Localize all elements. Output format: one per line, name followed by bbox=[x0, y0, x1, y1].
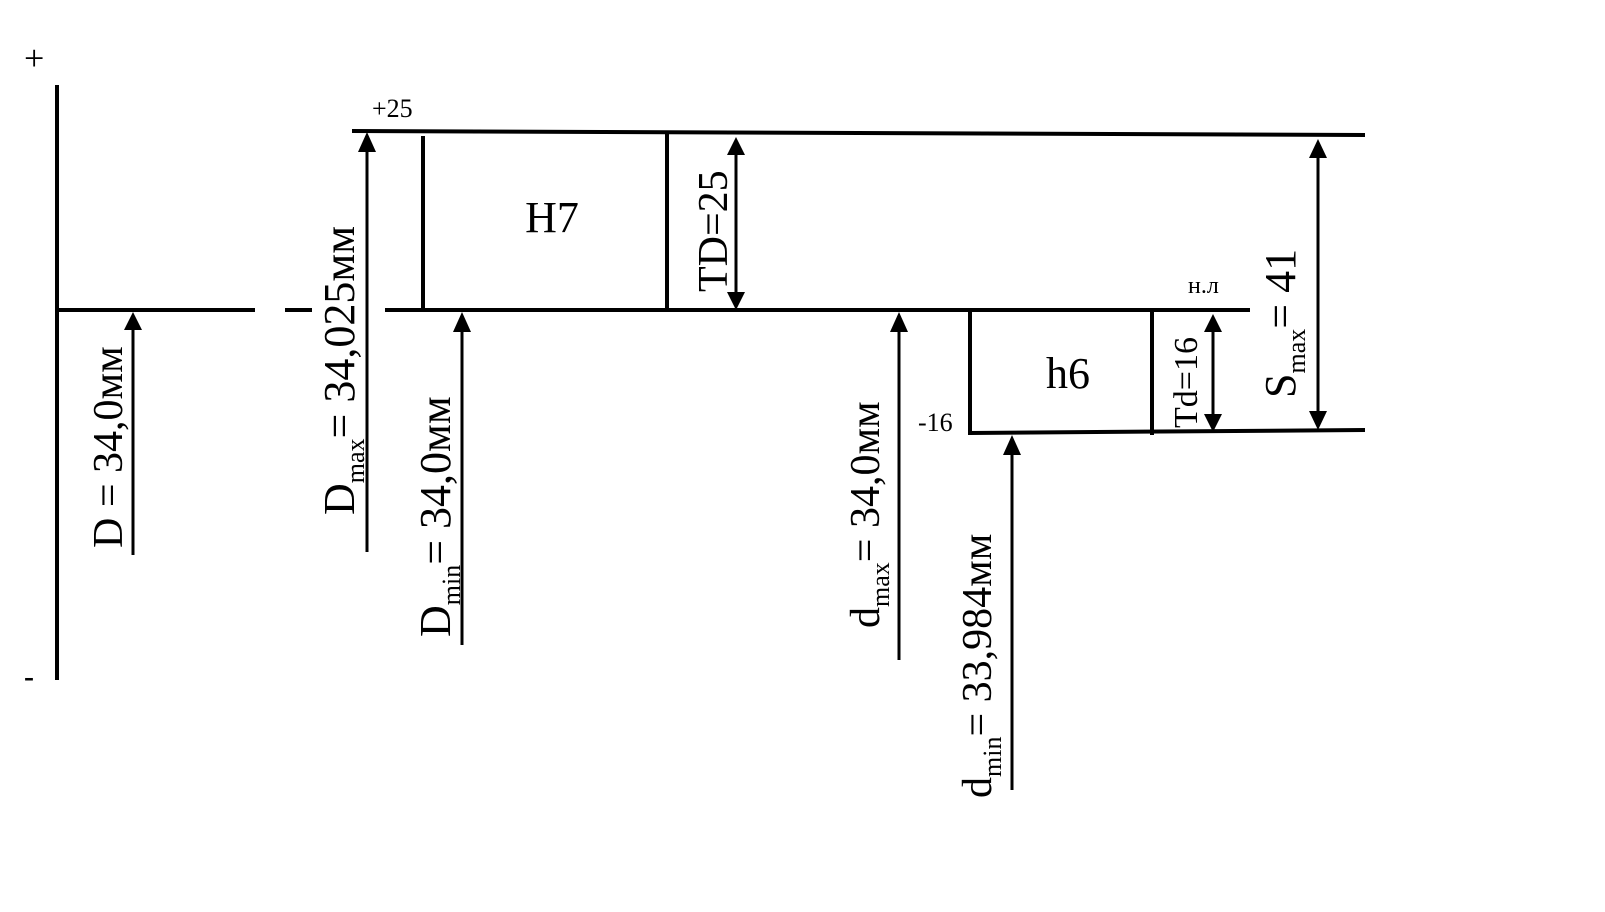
dmin-label: dmin= 33,984мм bbox=[955, 534, 1007, 798]
D-arrowhead bbox=[124, 312, 142, 330]
shaft-zone-label: h6 bbox=[1046, 349, 1090, 398]
TD-arrowhead-bottom bbox=[727, 292, 745, 310]
shaft-tolerance-zone: h6 bbox=[968, 310, 1154, 435]
axis-minus-sign: - bbox=[24, 660, 34, 693]
hole-zone-label: H7 bbox=[525, 193, 579, 242]
axis-plus-sign: + bbox=[24, 38, 44, 78]
lower-limit-line bbox=[969, 428, 1366, 435]
Dmin-arrowhead bbox=[453, 312, 471, 332]
Dmax-label: Dmax= 34,025мм bbox=[315, 226, 370, 515]
Td-arrowhead-bottom bbox=[1204, 414, 1222, 432]
hole-tolerance-zone: H7 bbox=[421, 131, 669, 310]
TD-arrowhead-top bbox=[727, 137, 745, 155]
Smax-label: Smax= 41 bbox=[1256, 249, 1311, 398]
lower-deviation-label: -16 bbox=[918, 408, 953, 437]
Td-label: Td=16 bbox=[1168, 337, 1205, 428]
Dmin-label: Dmin= 34,0мм bbox=[411, 396, 466, 637]
Smax-arrowhead-bottom bbox=[1309, 411, 1327, 430]
upper-deviation-label: +25 bbox=[372, 94, 413, 123]
Smax-arrowhead-top bbox=[1309, 139, 1327, 158]
dmax-label: dmax= 34,0мм bbox=[843, 401, 895, 628]
zero-line-label: н.л bbox=[1188, 273, 1219, 299]
upper-limit-line bbox=[351, 129, 1366, 137]
dmax-arrowhead bbox=[890, 312, 908, 332]
dmin-arrowhead bbox=[1003, 435, 1021, 455]
Td-arrowhead-top bbox=[1204, 314, 1222, 332]
TD-label: TD=25 bbox=[691, 170, 737, 292]
Dmax-arrowhead bbox=[358, 132, 376, 152]
D-nominal-label: D = 34,0мм bbox=[86, 346, 132, 548]
